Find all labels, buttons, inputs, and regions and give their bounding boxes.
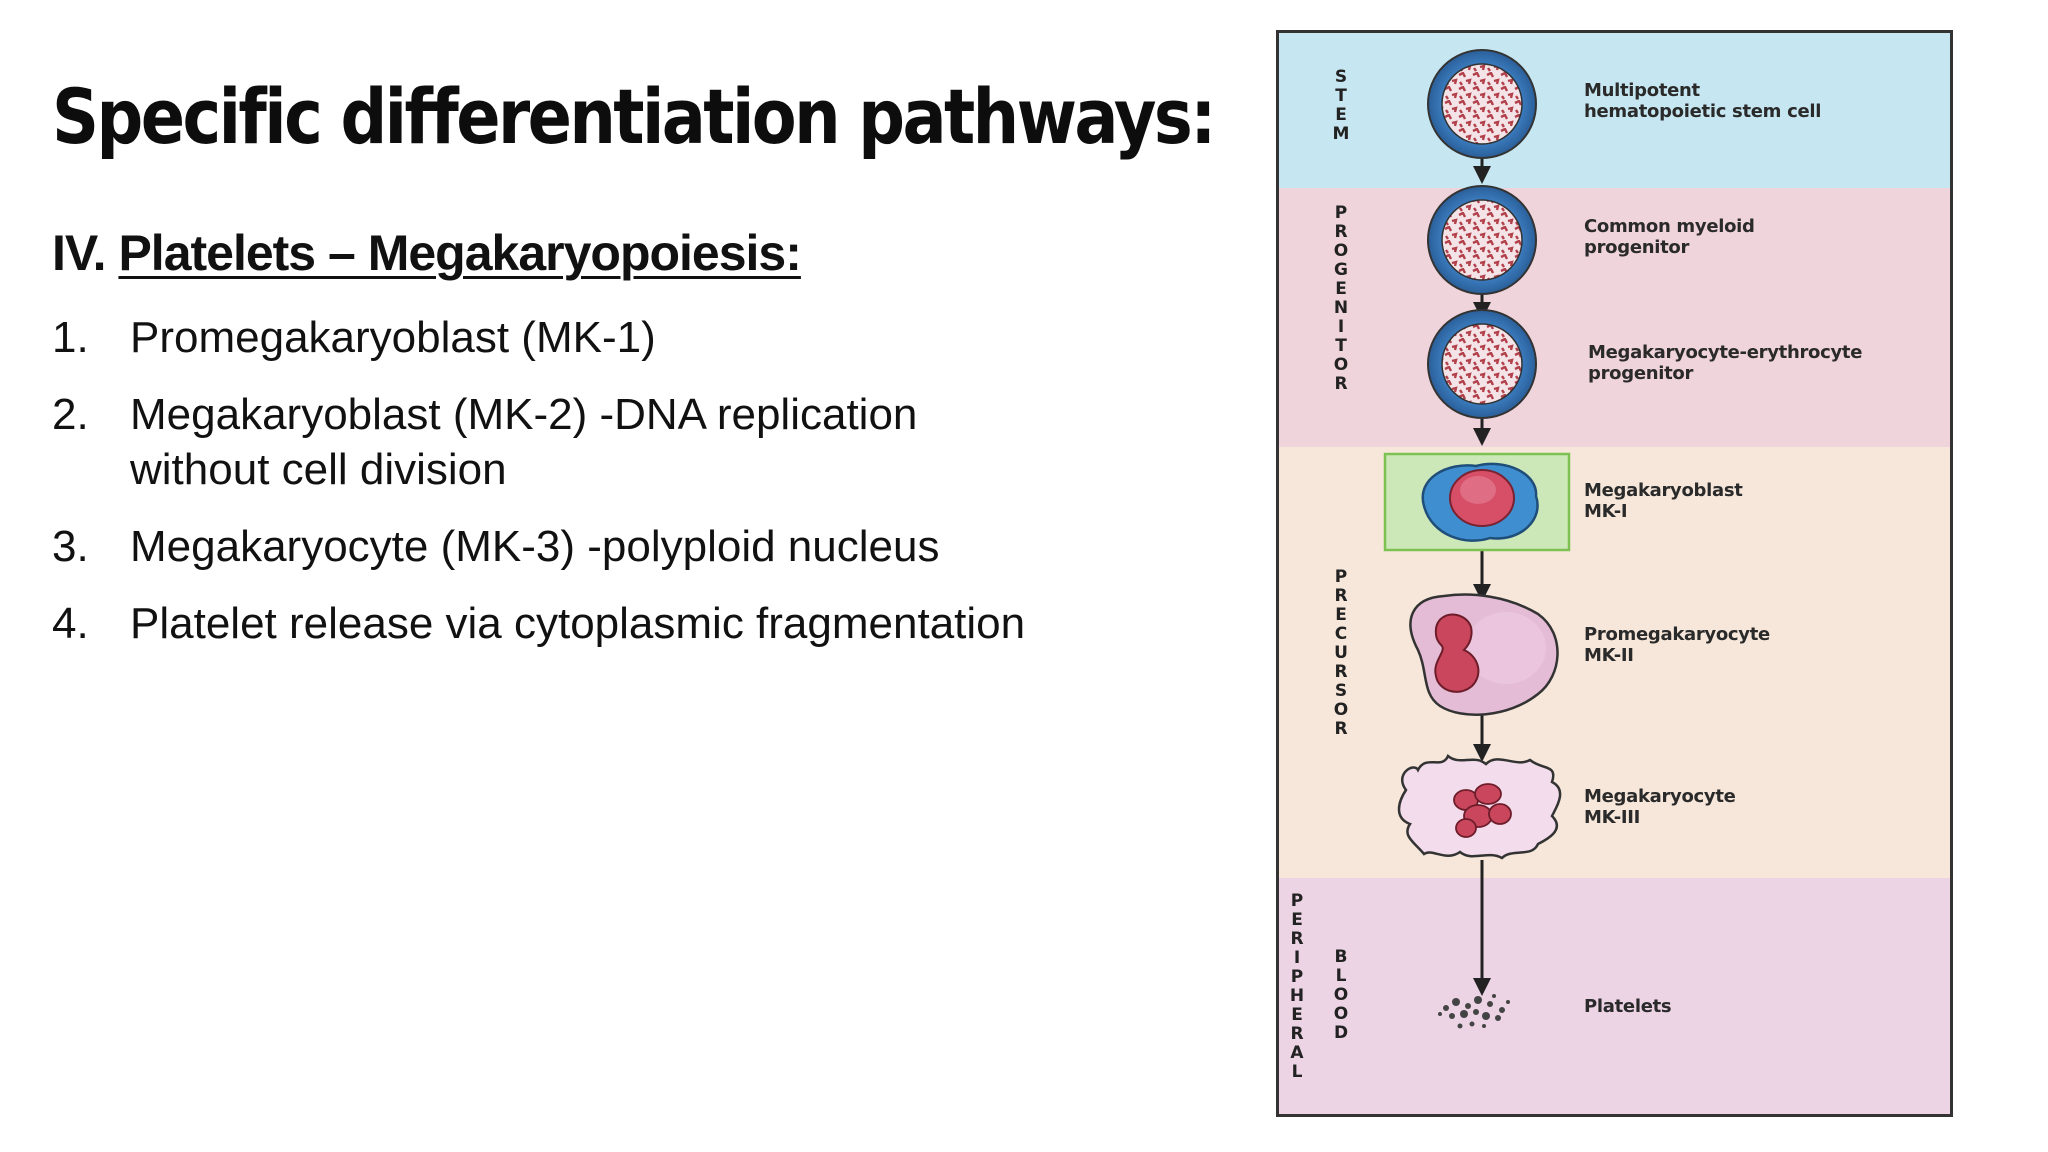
step-text: Platelet release via cytoplasmic fragmen… [130, 599, 1026, 648]
step-item: 2. Megakaryoblast (MK-2) -DNA replicatio… [52, 387, 1172, 497]
platelets-drawing [1438, 994, 1510, 1029]
megakaryoblast-label: Megakaryoblast MK-I [1584, 480, 1743, 522]
step-number: 1. [52, 313, 89, 362]
stem-cell-drawing [1427, 49, 1537, 159]
cell-lineage-drawing [1383, 49, 1571, 1029]
step-text: Megakaryocyte (MK-3) -polyploid nucleus [130, 522, 940, 571]
promegakaryocyte-label: Promegakaryocyte MK-II [1584, 624, 1770, 666]
slide-title: Specific differentiation pathways: [52, 72, 1216, 161]
step-text: Promegakaryoblast (MK-1) [130, 313, 656, 362]
progenitor-band-label: P R O G E N I T O R [1333, 203, 1349, 394]
section-title: Platelets – Megakaryopoiesis: [118, 225, 801, 281]
peripheral-blood-band [1276, 878, 1953, 1117]
step-number: 4. [52, 599, 89, 648]
peripheral-band-label: P E R I P H E R A L [1289, 891, 1305, 1082]
platelets-label: Platelets [1584, 996, 1672, 1017]
megakaryocyte-label: Megakaryocyte MK-III [1584, 786, 1736, 828]
precursor-band-label: P R E C U R S O R [1333, 567, 1349, 739]
megakaryocyte-erythrocyte-progenitor-label: Megakaryocyte-erythrocyte progenitor [1588, 342, 1863, 384]
progenitor-band [1276, 188, 1953, 447]
step-item: 4. Platelet release via cytoplasmic frag… [52, 596, 1172, 651]
step-number: 3. [52, 522, 89, 571]
megakaryoblast-drawing [1383, 452, 1571, 552]
step-text: Megakaryoblast (MK-2) -DNA replication w… [130, 390, 918, 494]
blood-band-label: B L O O D [1333, 947, 1349, 1043]
step-list: 1. Promegakaryoblast (MK-1) 2. Megakaryo… [52, 310, 1172, 673]
common-myeloid-progenitor-drawing [1427, 185, 1537, 295]
stem-cell-label: Multipotent hematopoietic stem cell [1584, 80, 1822, 122]
megakaryopoiesis-diagram: S T E M P R O G E N I T O R P R E C U R … [1276, 30, 1953, 1117]
promegakaryocyte-drawing [1409, 593, 1559, 716]
section-heading: IV. Platelets – Megakaryopoiesis: [52, 224, 802, 282]
megakaryocyte-drawing [1397, 753, 1562, 860]
stem-band-label: S T E M [1332, 67, 1350, 144]
step-number: 2. [52, 390, 89, 439]
step-item: 3. Megakaryocyte (MK-3) -polyploid nucle… [52, 519, 1172, 574]
megakaryocyte-erythrocyte-progenitor-drawing [1427, 309, 1537, 419]
stem-band [1276, 30, 1953, 188]
step-item: 1. Promegakaryoblast (MK-1) [52, 310, 1172, 365]
section-number: IV. [52, 225, 107, 281]
common-myeloid-progenitor-label: Common myeloid progenitor [1584, 216, 1755, 258]
